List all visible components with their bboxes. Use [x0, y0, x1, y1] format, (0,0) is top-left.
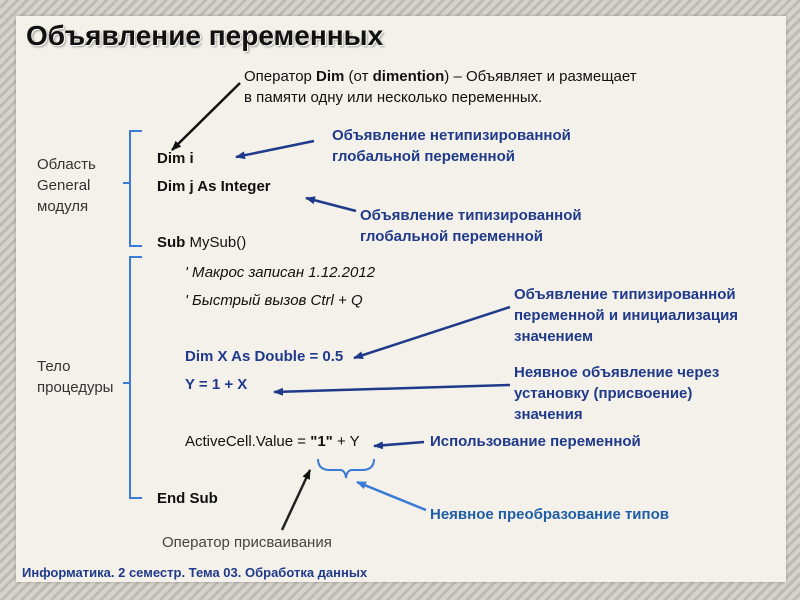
arrow-dim-operator	[171, 82, 241, 151]
code-sub-header: Sub MySub()	[157, 234, 246, 251]
bracket-general	[123, 130, 142, 247]
region-general-label: Область General модуля	[37, 154, 96, 217]
annotation-assign-operator: Оператор присваивания	[162, 534, 332, 551]
code-sub-keyword: Sub	[157, 234, 186, 251]
arrow-usage	[373, 440, 425, 450]
annotation-line: переменной и инициализация	[514, 307, 739, 324]
arrow-untyped	[235, 139, 315, 160]
annotation-typed-global: Объявление типизированной глобальной пер…	[360, 205, 582, 247]
code-comment-1: ' Макрос записан 1.12.2012	[185, 264, 376, 281]
region-general-line: модуля	[37, 198, 89, 215]
bracket-body	[123, 256, 142, 499]
annotation-line: значением	[514, 328, 594, 345]
dim-operator-note: Оператор Dim (от dimention) – Объявляет …	[244, 66, 637, 108]
slide-background	[16, 16, 786, 582]
annotation-line: Объявление типизированной	[360, 207, 582, 224]
annotation-line: установку (присвоение)	[514, 385, 693, 402]
annotation-implicit-decl: Неявное объявление через установку (прис…	[514, 362, 719, 425]
annotation-line: глобальной переменной	[360, 228, 543, 245]
code-end-sub: End Sub	[157, 490, 218, 507]
dim-note-line2: в памяти одну или несколько переменных.	[244, 89, 543, 106]
code-sub-name: MySub()	[185, 234, 247, 251]
region-body-label: Тело процедуры	[37, 356, 113, 398]
annotation-line: Неявное объявление через	[514, 364, 720, 381]
code-active-a: ActiveCell.Value =	[185, 433, 311, 450]
annotation-line: Объявление типизированной	[514, 286, 736, 303]
dim-note-dim: Dim	[316, 68, 345, 85]
code-y-assign: Y = 1 + X	[185, 376, 248, 393]
arrow-conversion	[356, 480, 427, 512]
arrow-typed	[305, 196, 357, 213]
brace-conversion	[317, 458, 375, 479]
annotation-line: Объявление нетипизированной	[332, 127, 571, 144]
code-dim-i: Dim i	[157, 150, 194, 167]
dim-note-text-c: ) – Объявляет и размещает	[444, 68, 637, 85]
annotation-untyped-global: Объявление нетипизированной глобальной п…	[332, 125, 571, 167]
code-dim-j: Dim j As Integer	[157, 178, 271, 195]
region-body-line: процедуры	[37, 379, 114, 396]
code-active-cell: ActiveCell.Value = "1" + Y	[185, 433, 360, 450]
code-active-string: "1"	[310, 433, 333, 450]
region-body-line: Тело	[37, 358, 71, 375]
annotation-line: глобальной переменной	[332, 148, 515, 165]
code-dim-x: Dim X As Double = 0.5	[185, 348, 344, 365]
dim-note-text-a: Оператор	[244, 68, 317, 85]
dim-note-dimention: dimention	[372, 68, 445, 85]
arrow-assign-operator	[280, 469, 312, 531]
footer-text: Информатика. 2 семестр. Тема 03. Обработ…	[22, 565, 368, 580]
region-general-line: General	[37, 177, 91, 194]
code-active-b: + Y	[332, 433, 360, 450]
dim-note-text-b: (от	[344, 68, 373, 85]
annotation-type-conversion: Неявное преобразование типов	[430, 506, 669, 523]
annotation-line: значения	[514, 406, 583, 423]
annotation-typed-init: Объявление типизированной переменной и и…	[514, 284, 738, 347]
page-title: Объявление переменных	[26, 20, 384, 51]
arrow-typed-init	[353, 305, 511, 360]
annotation-usage: Использование переменной	[430, 433, 641, 450]
arrow-implicit	[273, 383, 511, 396]
region-general-line: Область	[37, 156, 96, 173]
code-comment-2: ' Быстрый вызов Ctrl + Q	[185, 292, 363, 309]
